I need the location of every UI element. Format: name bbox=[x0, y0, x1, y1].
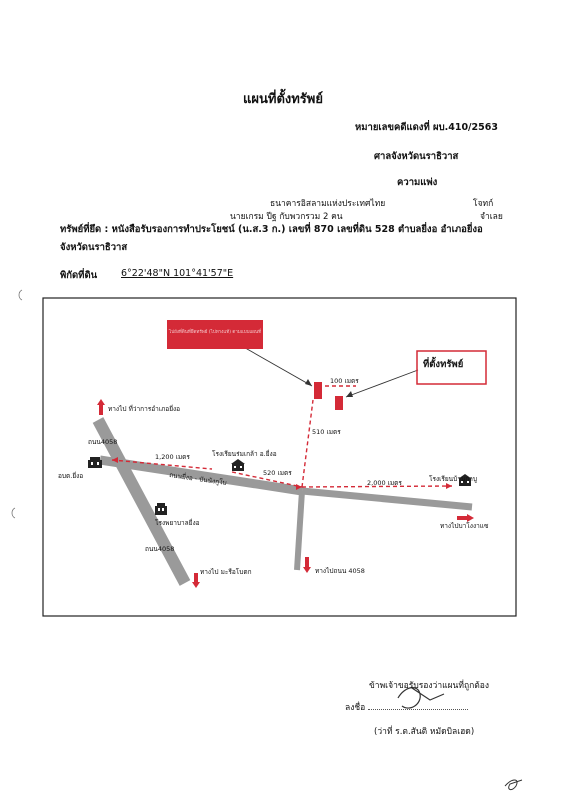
road-main-west bbox=[99, 455, 303, 496]
road-4058 bbox=[92, 417, 191, 586]
document-title: แผนที่ตั้งทรัพย์ bbox=[243, 92, 323, 107]
map-frame bbox=[42, 297, 517, 617]
route-520 bbox=[231, 471, 303, 488]
building-icons bbox=[88, 457, 472, 515]
sign-label: ลงชื่อ bbox=[345, 703, 366, 713]
property-location-label: ที่ตั้งทรัพย์ bbox=[423, 359, 464, 370]
arrow-to-road-4058 bbox=[305, 557, 309, 569]
road-4058-top-label: ถนน4058 bbox=[88, 438, 118, 446]
school-icon bbox=[231, 459, 245, 471]
road-south bbox=[294, 490, 305, 571]
direction-arrows bbox=[97, 399, 474, 588]
property-marker-2 bbox=[335, 396, 343, 410]
school-label-romklao: โรงเรียนร่มเกล้า อ.ยี่งอ bbox=[212, 450, 277, 458]
route-lines bbox=[111, 385, 453, 488]
to-rangae-label: ทางไปบาโงงาแซ bbox=[440, 522, 489, 530]
court-name: ศาลจังหวัดนราธิวาส bbox=[374, 151, 459, 162]
defendant-name: นายเกรม ปีฐ กับพวกรวม 2 คน bbox=[230, 212, 343, 222]
route-510 bbox=[301, 399, 314, 488]
plaintiff-name: ธนาคารอิสลามแห่งประเทศไทย bbox=[270, 199, 386, 209]
office-icon bbox=[88, 457, 102, 468]
initials-scribble bbox=[504, 779, 523, 791]
arrow-to-rangae bbox=[457, 516, 469, 520]
note-red-box bbox=[167, 320, 263, 349]
school-icon bbox=[458, 474, 472, 486]
callout-arrows bbox=[239, 344, 419, 398]
arrow-to-district-office bbox=[99, 403, 103, 415]
property-label-box bbox=[416, 350, 487, 385]
distance-1200: 1,200 เมตร bbox=[155, 453, 190, 461]
red-box-text: ไปยังที่ดินที่ยึดทรัพย์ (ไปทางแท้) ตามแบ… bbox=[168, 328, 261, 335]
case-number: หมายเลขคดีแดงที่ ผบ.410/2563 bbox=[355, 122, 498, 133]
signature-scribble bbox=[397, 687, 445, 709]
arrowheads bbox=[112, 457, 452, 490]
road-main-east bbox=[301, 487, 473, 511]
distance-520: 520 เมตร bbox=[263, 469, 292, 477]
arrow-to-rueso bbox=[194, 573, 198, 584]
road-4058-bottom-label: ถนน4058 bbox=[145, 545, 175, 553]
roads bbox=[92, 417, 473, 586]
signature-line bbox=[368, 709, 468, 710]
hospital-label: โรงพยาบาลยี่งอ bbox=[155, 519, 200, 527]
distance-510: 510 เมตร bbox=[312, 428, 341, 436]
property-marker-1 bbox=[314, 382, 322, 399]
coordinates-label: พิกัดที่ดิน bbox=[60, 270, 98, 281]
seized-property-line2: จังหวัดนราธิวาส bbox=[60, 242, 128, 253]
defendant-role: จำเลย bbox=[480, 212, 503, 222]
certification-statement: ข้าพเจ้าขอรับรองว่าแผนที่ถูกต้อง bbox=[369, 681, 490, 691]
distance-2000: 2,000 เมตร bbox=[367, 479, 402, 487]
case-type: ความแพ่ง bbox=[397, 177, 438, 188]
to-road-4058-label: ทางไปถนน 4058 bbox=[315, 567, 365, 575]
school-label-kabu: โรงเรียนบ้านกาบู bbox=[429, 475, 478, 483]
sao-label: อบต.ยี่งอ bbox=[58, 472, 84, 480]
plaintiff-role: โจทก์ bbox=[473, 199, 494, 209]
seized-property-line1: ทรัพย์ที่ยึด : หนังสือรับรองการทำประโยชน… bbox=[60, 224, 483, 235]
signer-name: (ว่าที่ ร.ต.สันติ หมัดบิลเฮด) bbox=[374, 727, 475, 737]
to-district-office-label: ทางไป ที่ว่าการอำเภอยี่งอ bbox=[108, 405, 181, 413]
hospital-icon bbox=[155, 503, 167, 515]
to-rueso-label: ทางไป มะรือโบตก bbox=[200, 568, 252, 576]
distance-100: 100 เมตร bbox=[330, 377, 359, 385]
coordinates-value: 6°22'48"N 101°41'57"E bbox=[121, 268, 234, 279]
route-1200 bbox=[111, 459, 213, 470]
